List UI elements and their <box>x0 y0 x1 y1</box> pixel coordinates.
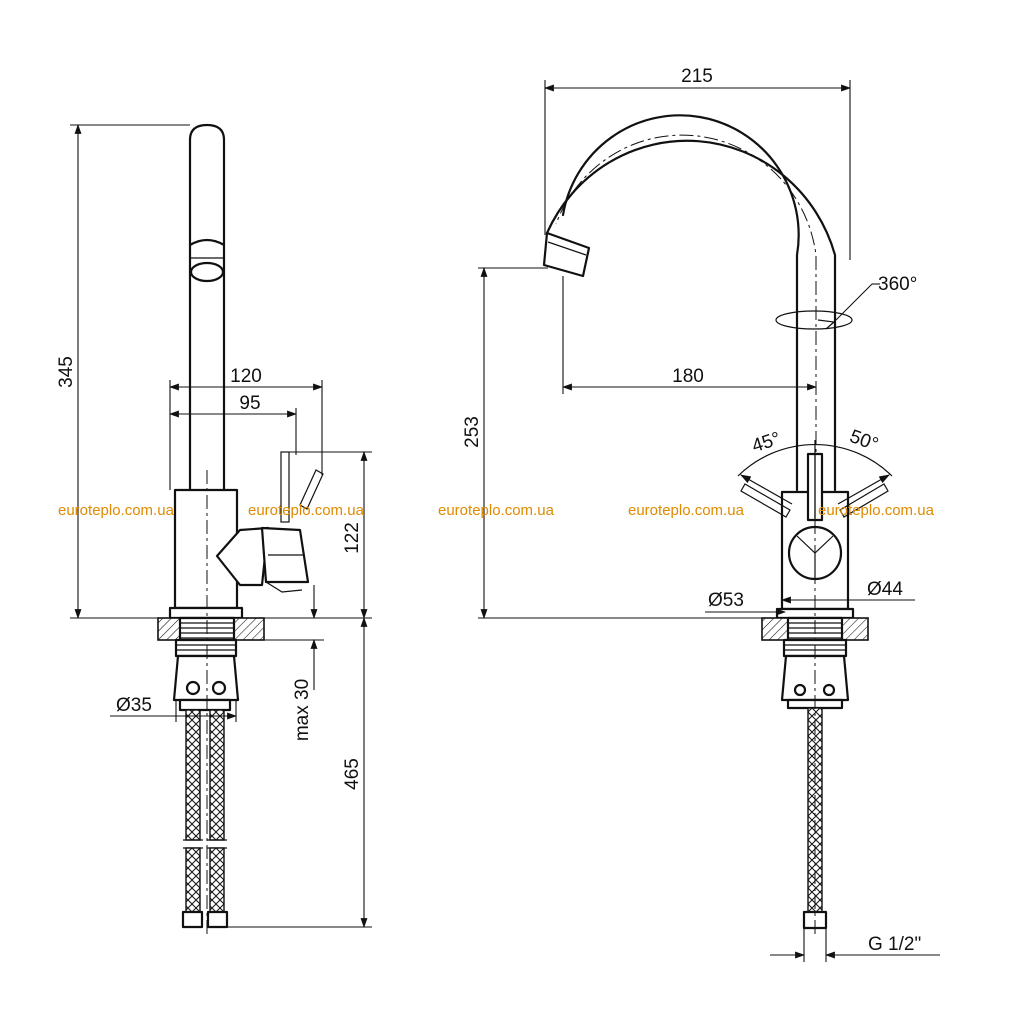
dim-thread-label: G 1/2" <box>868 934 921 955</box>
dim-diameter-44: Ø44 <box>781 579 915 609</box>
dim-122-label: 122 <box>342 522 363 554</box>
dim-reach-95: 95 <box>169 393 297 455</box>
dim-width-total: 215 <box>544 66 851 260</box>
side-spout-tube <box>188 123 226 492</box>
dim-45deg-label: 45° <box>749 428 783 457</box>
front-rotation-indicator: 360° <box>775 274 917 330</box>
dim-180-label: 180 <box>672 366 704 387</box>
dim-diameter-53: Ø53 <box>705 590 786 616</box>
watermark-text: euroteplo.com.ua <box>438 502 555 519</box>
dim-spout-reach: 180 <box>562 276 817 394</box>
dim-d44-label: Ø44 <box>867 579 903 600</box>
front-view: 360° 45° 50° <box>462 66 940 962</box>
dim-max-thickness: max 30 <box>264 585 324 741</box>
dim-d35-label: Ø35 <box>116 695 152 716</box>
watermark-text: euroteplo.com.ua <box>58 502 175 519</box>
side-connector <box>172 638 240 712</box>
dim-95-label: 95 <box>239 393 260 414</box>
dim-215-label: 215 <box>681 66 713 87</box>
front-gooseneck-spout <box>542 114 837 492</box>
dim-max30-label: max 30 <box>292 679 313 741</box>
dim-120-label: 120 <box>230 366 262 387</box>
dim-spout-height: 253 <box>462 267 777 619</box>
side-lever-handle <box>215 451 324 593</box>
dim-reach-120: 120 <box>169 366 323 490</box>
watermark-text: euroteplo.com.ua <box>248 502 365 519</box>
dim-465-label: 465 <box>342 758 363 790</box>
side-view: 345 120 95 122 max 30 <box>56 123 372 935</box>
dim-thread: G 1/2" <box>770 928 940 962</box>
dim-345-label: 345 <box>56 356 77 388</box>
side-counter-plate <box>157 616 265 642</box>
dim-253-label: 253 <box>462 416 483 448</box>
dim-360-label: 360° <box>878 274 917 295</box>
watermark-row: euroteplo.com.ua euroteplo.com.ua eurote… <box>58 502 935 519</box>
watermark-text: euroteplo.com.ua <box>628 502 745 519</box>
dim-diameter-35: Ø35 <box>110 695 237 722</box>
dim-height-total: 345 <box>56 124 190 619</box>
dim-body-height: 122 <box>264 451 372 619</box>
watermark-text: euroteplo.com.ua <box>818 502 935 519</box>
dim-hose-length: 465 <box>227 617 372 928</box>
dim-d53-label: Ø53 <box>708 590 744 611</box>
side-hoses <box>181 709 229 929</box>
